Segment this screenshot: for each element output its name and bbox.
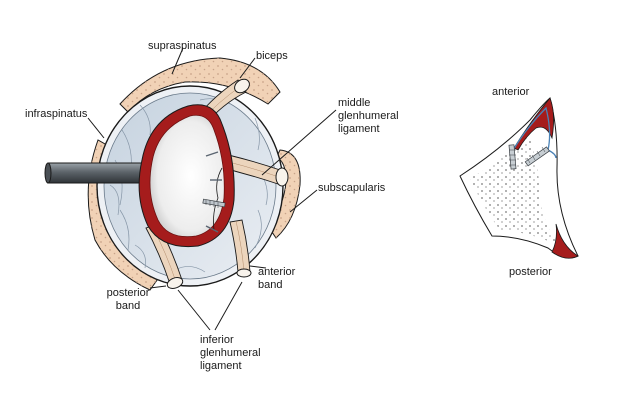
label-anterior: anterior — [492, 86, 530, 98]
label-middle-line-2: glenhumeral — [338, 110, 399, 122]
arthroscope-rod — [44, 162, 155, 184]
label-middle-glenohumeral-ligament: middle glenhumeral ligament — [338, 97, 399, 136]
suture-line — [511, 106, 557, 159]
face-anchor-1 — [508, 144, 517, 170]
anterior-band-end — [236, 268, 252, 278]
posterior-labrum — [551, 223, 579, 259]
biceps-tendon-end — [234, 78, 250, 94]
face-anchor-2 — [524, 146, 550, 167]
label-middle-line-3: ligament — [338, 123, 380, 135]
label-posterior-band-line-1: posterior — [106, 287, 150, 299]
label-posterior-band: posterior band — [104, 287, 152, 313]
label-inferior-line-2: glenhumeral — [200, 347, 261, 359]
glenoid-face-view — [459, 97, 579, 259]
label-anterior-band: anterior band — [258, 266, 295, 292]
screw-anchor — [202, 198, 226, 208]
label-anterior-band-line-2: band — [258, 279, 283, 291]
label-posterior-band-line-2: band — [115, 300, 141, 312]
label-anterior-band-line-1: anterior — [258, 266, 296, 278]
label-supraspinatus: supraspinatus — [148, 40, 217, 52]
label-subscapularis: subscapularis — [318, 182, 386, 194]
middle-ligament-end — [275, 167, 289, 187]
label-inferior-line-1: inferior — [200, 334, 234, 346]
label-inferior-line-3: ligament — [200, 360, 242, 372]
label-inferior-glenohumeral-ligament: inferior glenhumeral ligament — [200, 334, 261, 373]
label-posterior: posterior — [509, 266, 552, 278]
label-infraspinatus: infraspinatus — [25, 108, 88, 120]
label-middle-line-1: middle — [338, 97, 371, 109]
label-biceps: biceps — [256, 50, 288, 62]
posterior-band-end — [166, 277, 184, 289]
leader-lines — [87, 47, 337, 331]
glenoid-fossa — [149, 114, 225, 238]
suture-anchors — [205, 151, 222, 233]
